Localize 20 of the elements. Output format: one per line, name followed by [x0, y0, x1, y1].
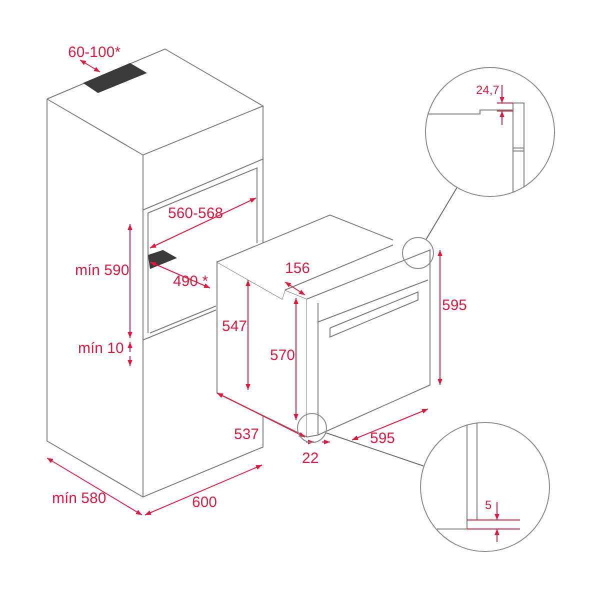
dimension-label: 570: [270, 347, 296, 364]
dimension-label: 490 *: [173, 273, 208, 290]
dimension-label: mín 10: [78, 340, 124, 357]
dimension-label: 537: [234, 426, 260, 443]
dimension-label: 560-568: [168, 205, 224, 222]
dimension-label: 24,7: [476, 84, 500, 97]
detail-marker-circle: [402, 237, 434, 269]
dimension-label: mín 590: [75, 262, 130, 279]
dimension-label: 595: [442, 297, 468, 314]
dimension-label: 5: [485, 499, 492, 512]
leader-line: [326, 432, 424, 467]
leader-line: [426, 187, 458, 240]
dimension-label: 22: [302, 450, 319, 467]
dimension-label: 547: [222, 318, 248, 335]
detail-marker-circle: [297, 413, 327, 443]
dimension-label: 156: [285, 260, 310, 277]
dimension-label: 60-100*: [68, 44, 121, 61]
dimension-label: mín 580: [52, 490, 106, 507]
dimension-label: 600: [192, 494, 218, 511]
dimension-label: 595: [370, 430, 396, 447]
